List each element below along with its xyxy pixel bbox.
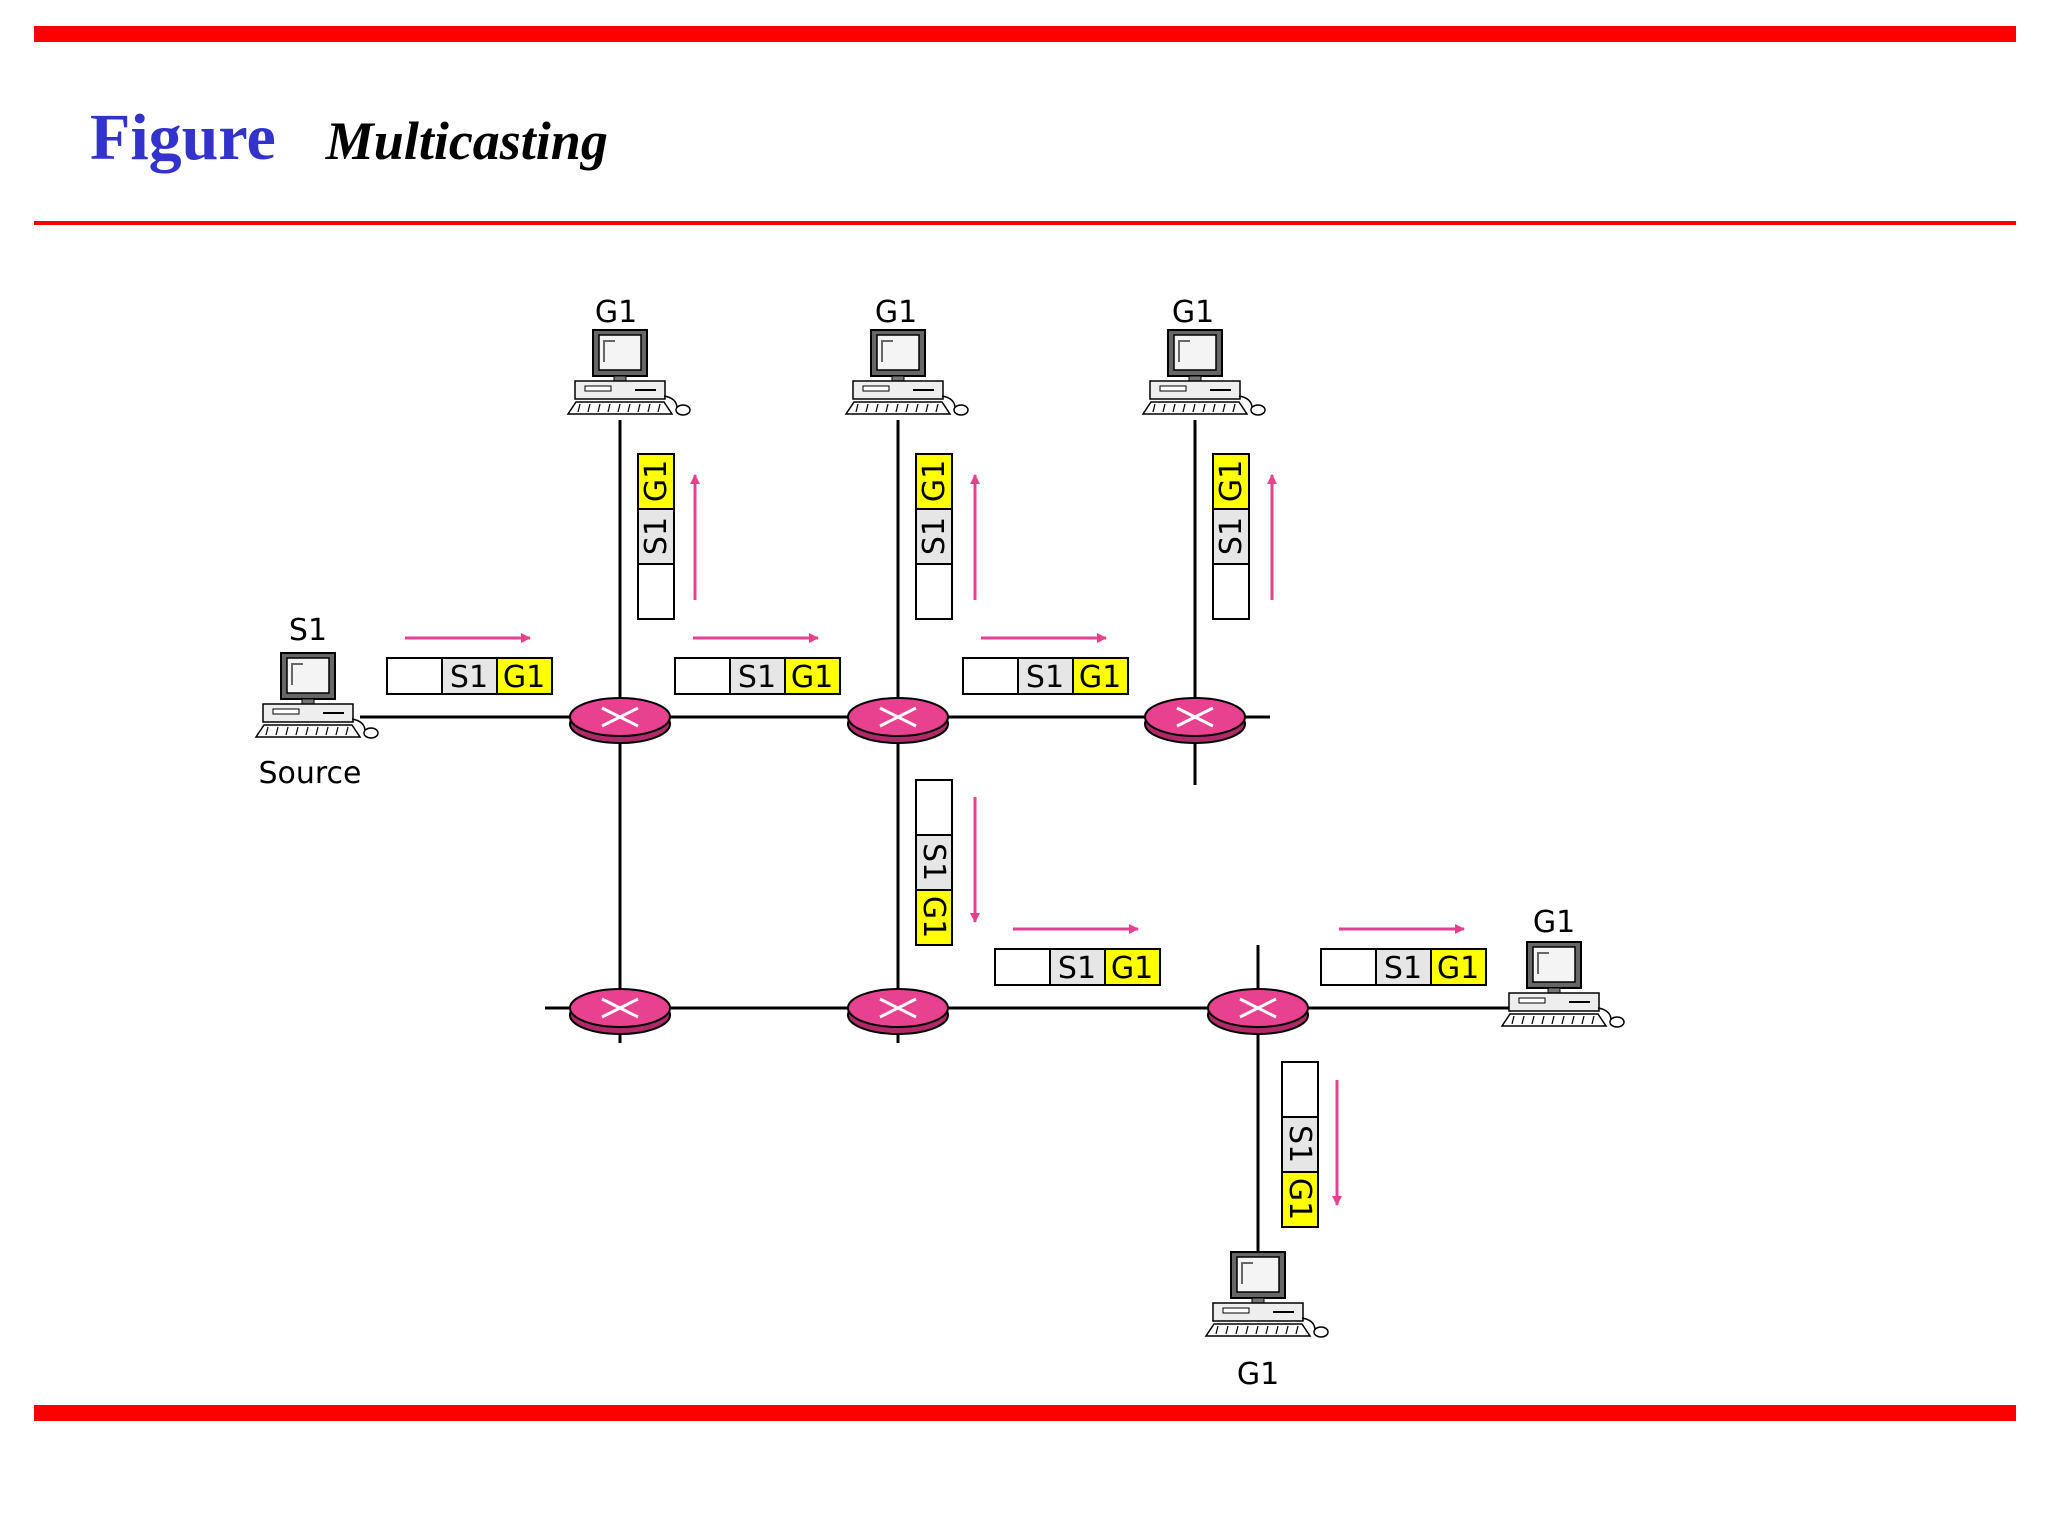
top-rule	[34, 26, 2016, 42]
group-cell	[915, 453, 953, 510]
desktop-computer-icon	[844, 329, 969, 416]
packet-source-text: S1	[450, 660, 488, 695]
group-cell	[1430, 948, 1487, 986]
packet-group-text: G1	[791, 660, 833, 695]
packet-source-text: S1	[1026, 660, 1064, 695]
group-cell	[1281, 1171, 1319, 1228]
desktop-computer-icon	[1500, 941, 1625, 1028]
source-cell	[637, 508, 675, 565]
title-text: Multicasting	[325, 111, 608, 171]
payload-cell	[1281, 1061, 1319, 1118]
payload-cell	[1212, 563, 1250, 620]
source-cell	[729, 657, 786, 695]
source-cell	[915, 834, 953, 891]
packet-source-text: S1	[916, 843, 951, 881]
packet-source-text: S1	[639, 517, 674, 555]
group-label: G1	[1533, 905, 1575, 940]
packet-group-text: G1	[1282, 1178, 1317, 1220]
packet-source-text: S1	[738, 660, 776, 695]
desktop-computer-icon	[566, 329, 691, 416]
multicast-packet: S1 G1	[994, 948, 1161, 986]
packet-group-text: G1	[917, 460, 952, 502]
router-icon	[847, 697, 949, 744]
group-label: G1	[1237, 1357, 1279, 1392]
payload-cell	[386, 657, 443, 695]
payload-cell	[1320, 948, 1377, 986]
source-address-label: S1	[289, 613, 327, 648]
multicast-packet: S1 G1	[674, 657, 841, 695]
header-rule	[34, 221, 2016, 225]
router-icon	[1207, 988, 1309, 1035]
payload-cell	[674, 657, 731, 695]
router-icon	[847, 988, 949, 1035]
desktop-computer-icon	[1204, 1251, 1329, 1338]
packet-group-text: G1	[503, 660, 545, 695]
packet-source-text: S1	[1282, 1125, 1317, 1163]
router-icon	[569, 988, 671, 1035]
group-cell	[1072, 657, 1129, 695]
packet-group-text: G1	[1437, 951, 1479, 986]
packet-source-text: S1	[1384, 951, 1422, 986]
group-cell	[784, 657, 841, 695]
router-icon	[1144, 697, 1246, 744]
desktop-computer-icon	[254, 652, 379, 739]
slide-title: Figure Multicasting	[90, 100, 608, 176]
source-cell	[1281, 1116, 1319, 1173]
payload-cell	[962, 657, 1019, 695]
payload-cell	[637, 563, 675, 620]
source-cell	[441, 657, 498, 695]
group-cell	[1104, 948, 1161, 986]
multicast-packet: S1 G1	[1320, 948, 1487, 986]
payload-cell	[915, 563, 953, 620]
group-cell	[496, 657, 553, 695]
group-cell	[637, 453, 675, 510]
router-icon	[569, 697, 671, 744]
packet-group-text: G1	[1214, 460, 1249, 502]
hosts	[254, 329, 1625, 1338]
title-lead: Figure	[90, 101, 276, 174]
packet-group-text: G1	[639, 460, 674, 502]
packet-group-text: G1	[1079, 660, 1121, 695]
packet-group-text: G1	[916, 896, 951, 938]
group-cell	[1212, 453, 1250, 510]
network-links	[360, 420, 1520, 1258]
routers	[569, 697, 1309, 1035]
flow-arrows	[405, 474, 1465, 1206]
group-cell	[915, 889, 953, 946]
payload-cell	[915, 779, 953, 836]
multicast-packet: S1 G1	[962, 657, 1129, 695]
group-label: G1	[875, 295, 917, 330]
group-label: G1	[595, 295, 637, 330]
group-label: G1	[1172, 295, 1214, 330]
packet-source-text: S1	[917, 517, 952, 555]
payload-cell	[994, 948, 1051, 986]
packet-source-text: S1	[1214, 517, 1249, 555]
packet-source-text: S1	[1058, 951, 1096, 986]
bottom-rule	[34, 1405, 2016, 1421]
multicast-packet: S1 G1	[386, 657, 553, 695]
source-caption-label: Source	[258, 756, 361, 791]
desktop-computer-icon	[1141, 329, 1266, 416]
packet-group-text: G1	[1111, 951, 1153, 986]
source-cell	[1212, 508, 1250, 565]
